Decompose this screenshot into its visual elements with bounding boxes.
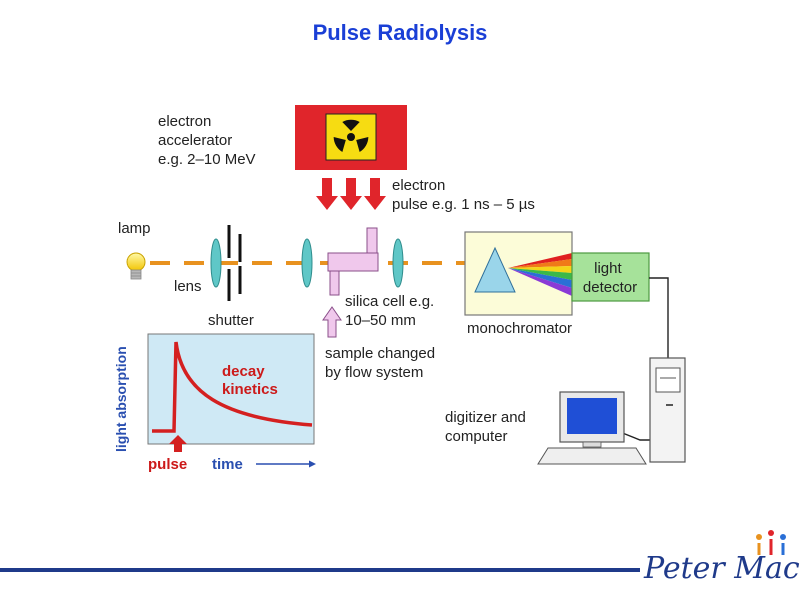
logo-figures-icon xyxy=(756,530,786,555)
pulse-axis-label: pulse xyxy=(148,456,187,473)
lamp-icon xyxy=(126,252,146,280)
detector-label: light detector xyxy=(583,260,637,296)
pulse-label: electron pulse e.g. 1 ns – 5 µs xyxy=(392,177,535,213)
sample-label: sample changed by flow system xyxy=(325,345,439,381)
time-axis-label: time xyxy=(212,456,243,473)
page-title: Pulse Radiolysis xyxy=(312,20,488,45)
monochromator-label: monochromator xyxy=(467,320,572,337)
silica-cell xyxy=(327,227,379,296)
cell-label: silica cell e.g. 10–50 mm xyxy=(345,293,438,329)
flow-arrow xyxy=(322,306,342,338)
spectrum xyxy=(508,253,572,296)
light-detector xyxy=(571,252,650,302)
lamp-label: lamp xyxy=(118,220,151,237)
lens-label: lens xyxy=(174,278,202,295)
shutter-label: shutter xyxy=(208,312,254,329)
logo-wordmark: Peter Mac xyxy=(643,551,800,586)
accelerator-label: electron accelerator e.g. 2–10 MeV xyxy=(158,113,256,168)
pulse-arrow xyxy=(169,435,187,452)
lens-3 xyxy=(392,238,404,288)
radiation-icon xyxy=(333,119,369,153)
computer-tower xyxy=(649,357,686,463)
digitizer-label: digitizer and computer xyxy=(445,409,530,445)
computer-monitor xyxy=(537,391,647,465)
light-absorption-axis-label: light absorption xyxy=(113,346,129,452)
footer-divider xyxy=(0,568,640,572)
decay-curve xyxy=(152,341,313,433)
shutter xyxy=(227,225,242,301)
lens-2 xyxy=(301,238,313,288)
electron-pulse-arrows xyxy=(316,178,386,210)
cables xyxy=(619,277,669,441)
lens-1 xyxy=(210,238,222,288)
decay-kinetics-label: decay kinetics xyxy=(222,363,278,398)
monochromator xyxy=(464,231,573,316)
electron-accelerator xyxy=(295,105,407,170)
peter-mac-logo: Peter Mac xyxy=(643,530,800,586)
time-arrow xyxy=(256,460,316,468)
decay-kinetics-inset: decay kinetics light absorption pulse ti… xyxy=(113,333,316,473)
